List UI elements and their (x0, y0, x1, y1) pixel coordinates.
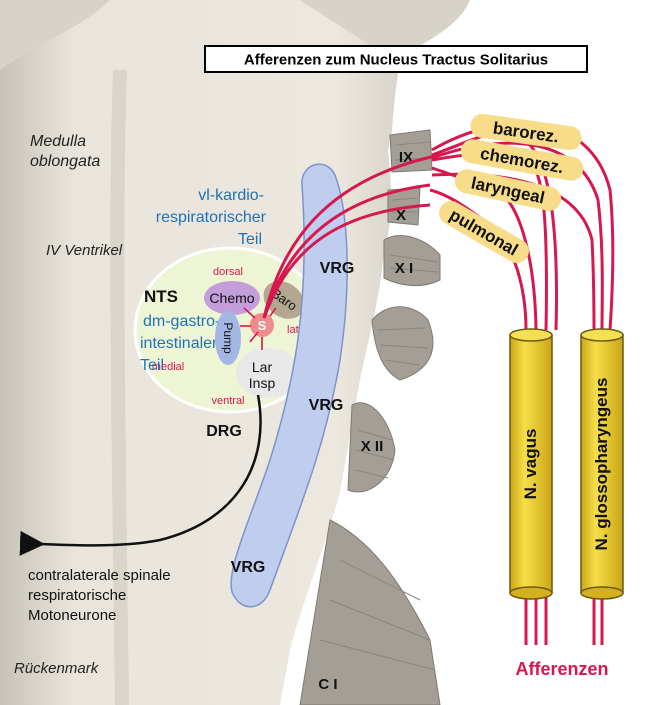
vl-label-line2: respiratorischer (156, 209, 267, 226)
center-arrows (240, 307, 277, 350)
rootlet-lines (319, 141, 439, 671)
orientation-ventral: ventral (211, 395, 244, 407)
nts-label: NTS (144, 287, 178, 306)
dm-label-line2: intestinaler (140, 335, 218, 352)
nerve-glossopharyngeus: N. glossopharyngeus (580, 328, 624, 600)
drg-projection-arrow (19, 394, 262, 556)
cerebellum-shape-right (300, 0, 470, 60)
vrg-column (230, 163, 348, 608)
chemo-subnucleus (204, 281, 260, 315)
vrg-label-top: VRG (320, 260, 355, 277)
pump-label: Pump (221, 322, 235, 354)
vl-label-line3: Teil (238, 231, 262, 248)
glossopharyngeus-label: N. glossopharyngeus (592, 378, 611, 551)
vl-label-line1: vl-kardio- (198, 187, 264, 204)
nerve-vagus: N. vagus (509, 328, 553, 600)
ventricle-label: IV Ventrikel (46, 242, 123, 259)
drg-label: DRG (206, 423, 242, 440)
target-label-line3: Motoneurone (28, 607, 116, 624)
root-label-xi: X I (395, 260, 413, 277)
root-label-x: X (396, 207, 406, 224)
target-label-line2: respiratorische (28, 587, 126, 604)
receptor-tag-pulmonal: pulmonal (439, 201, 529, 263)
afferents-label: Afferenzen (515, 659, 608, 679)
spinal-cord-label: Rückenmark (14, 660, 100, 677)
medulla-label-line2: oblongata (30, 153, 100, 170)
vagus-label: N. vagus (521, 429, 540, 500)
vrg-label-bottom: VRG (231, 559, 266, 576)
diagram-title: Afferenzen zum Nucleus Tractus Solitariu… (244, 52, 548, 69)
midline-groove (110, 69, 129, 705)
orientation-medial: medial (152, 361, 184, 373)
vrg-label-middle: VRG (309, 397, 344, 414)
center-subnucleus (250, 313, 274, 337)
orientation-dorsal: dorsal (213, 266, 243, 278)
pulmonal-label: pulmonal (446, 205, 521, 259)
medulla-label-line1: Medulla (30, 133, 86, 150)
center-label: S (258, 318, 267, 333)
insp-label: Insp (249, 375, 276, 391)
cerebellum-shape (0, 0, 110, 70)
lar-label: Lar (252, 359, 273, 375)
dm-label-line1: dm-gastro- (143, 313, 220, 330)
dm-label-line3: Teil (140, 357, 164, 374)
chemo-label: Chemo (209, 290, 254, 306)
rootlets (299, 129, 441, 705)
pump-subnucleus (215, 311, 241, 365)
lar-insp-subnucleus (236, 348, 300, 398)
target-label-line1: contralaterale spinale (28, 567, 171, 584)
root-label-xii: X II (361, 438, 384, 455)
root-label-ci: C I (318, 676, 337, 693)
title-box: Afferenzen zum Nucleus Tractus Solitariu… (204, 45, 588, 73)
